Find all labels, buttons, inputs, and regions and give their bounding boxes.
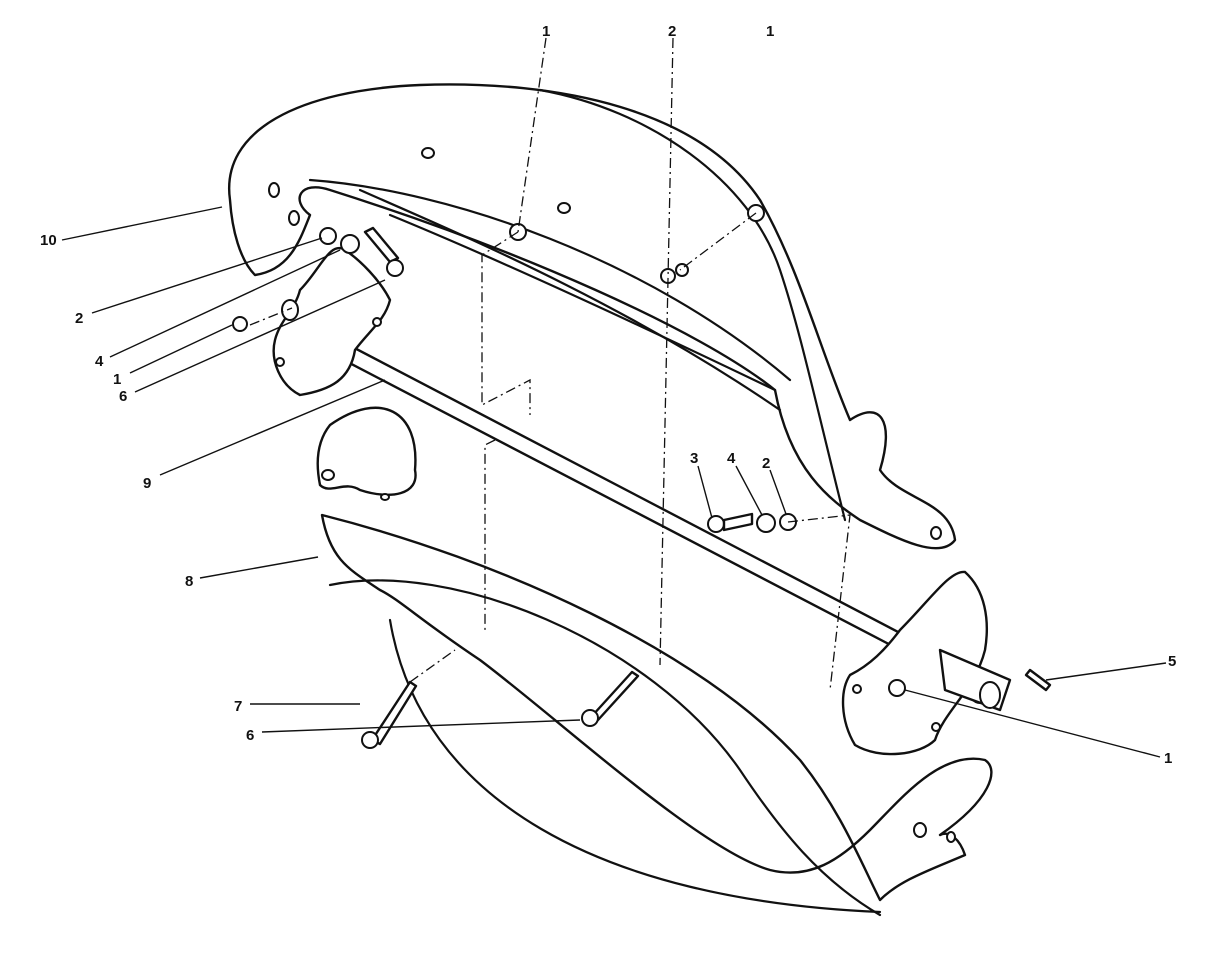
callout-2-left: 2 [75, 310, 83, 327]
callout-9: 9 [143, 475, 151, 492]
callout-1-left: 1 [113, 371, 121, 388]
callout-2-top: 2 [668, 23, 676, 40]
callout-1-top-right: 1 [766, 23, 774, 40]
callout-1-bottom-right: 1 [1164, 750, 1172, 767]
callout-5: 5 [1168, 653, 1176, 670]
upper-deflector-part-10 [227, 83, 957, 550]
callout-10: 10 [40, 232, 57, 249]
assembly-centerlines [249, 37, 851, 691]
leader-lines [61, 206, 1167, 758]
callout-7: 7 [234, 698, 242, 715]
callout-6-left: 6 [119, 388, 127, 405]
callout-labels: 1 2 1 10 2 4 1 6 9 3 4 2 8 5 7 6 1 [40, 23, 1176, 767]
callout-2-right: 2 [762, 455, 770, 472]
callout-3: 3 [690, 450, 698, 467]
callout-4-right: 4 [727, 450, 736, 467]
hardware [232, 204, 1052, 749]
callout-1-top: 1 [542, 23, 550, 40]
right-bearing-bracket [841, 570, 1012, 756]
callout-4-left: 4 [95, 353, 104, 370]
callout-8: 8 [185, 573, 193, 590]
callout-6-bottom: 6 [246, 727, 254, 744]
